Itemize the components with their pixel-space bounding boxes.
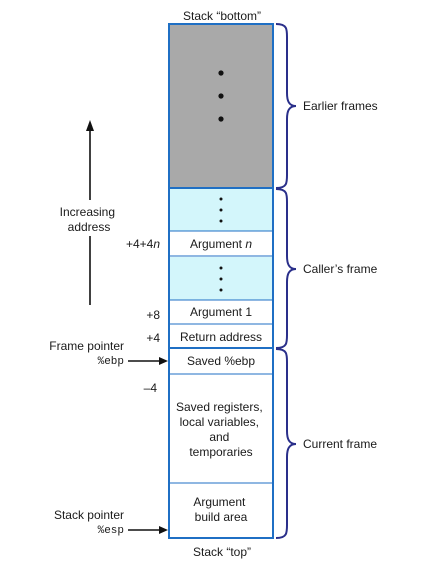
offset-italic-n: n bbox=[153, 237, 160, 251]
offset-argument-n: +4+4n bbox=[126, 237, 160, 251]
stack-pointer-register: %esp bbox=[98, 525, 124, 537]
arrowhead-right-icon bbox=[159, 526, 168, 534]
ellipsis-dot bbox=[219, 288, 223, 292]
ellipsis-dot bbox=[219, 277, 223, 281]
ellipsis-dot bbox=[218, 93, 224, 99]
ellipsis-dot bbox=[219, 219, 223, 223]
ellipsis-dot bbox=[218, 116, 224, 122]
offset-argument-1: +8 bbox=[146, 308, 160, 322]
increasing-address-line: address bbox=[68, 220, 111, 234]
current-frame-region bbox=[168, 347, 274, 539]
argument-n-italic: n bbox=[245, 237, 252, 251]
return-address-cell: Return address bbox=[180, 330, 262, 344]
offset-return-address: +4 bbox=[146, 331, 160, 345]
argument-build-line: build area bbox=[195, 510, 248, 524]
earlier-frames-region bbox=[168, 23, 274, 189]
stack-bottom-label: Stack “bottom” bbox=[183, 9, 261, 23]
arrow-label-mask bbox=[55, 200, 125, 236]
argument-n-cell: Argument n bbox=[190, 237, 252, 251]
saved-registers-line: local variables, bbox=[180, 415, 259, 429]
argument-build-cell: Argument build area bbox=[193, 495, 248, 524]
saved-registers-line: Saved registers, bbox=[176, 400, 263, 414]
ellipsis-dot bbox=[219, 197, 223, 201]
caller-frame-brace bbox=[275, 188, 297, 349]
arrowhead-right-icon bbox=[159, 357, 168, 365]
increasing-address-line: Increasing bbox=[60, 205, 115, 219]
stack-top-label: Stack “top” bbox=[193, 545, 251, 559]
frame-pointer-label: Frame pointer bbox=[49, 339, 124, 353]
saved-registers-line: temporaries bbox=[189, 445, 252, 459]
caller-frame-label: Caller’s frame bbox=[303, 262, 378, 276]
current-frame-label: Current frame bbox=[303, 437, 377, 451]
stack-pointer-label: Stack pointer bbox=[54, 508, 124, 522]
earlier-frames-label: Earlier frames bbox=[303, 99, 378, 113]
ellipsis-dot bbox=[219, 266, 223, 270]
saved-ebp-cell: Saved %ebp bbox=[187, 354, 255, 368]
arrowhead-up-icon bbox=[86, 120, 94, 131]
saved-registers-cell: Saved registers, local variables, and te… bbox=[176, 400, 266, 459]
offset-saved-registers: –4 bbox=[144, 381, 158, 395]
earlier-frames-brace bbox=[275, 23, 297, 189]
argument-1-cell: Argument 1 bbox=[190, 305, 252, 319]
ellipsis-dot bbox=[218, 70, 224, 76]
saved-registers-line: and bbox=[209, 430, 229, 444]
argument-build-line: Argument bbox=[193, 495, 246, 509]
frame-pointer-register: %ebp bbox=[98, 356, 124, 368]
current-frame-brace bbox=[275, 348, 297, 539]
ellipsis-dot bbox=[219, 208, 223, 212]
increasing-address-label: Increasing address bbox=[60, 205, 119, 234]
